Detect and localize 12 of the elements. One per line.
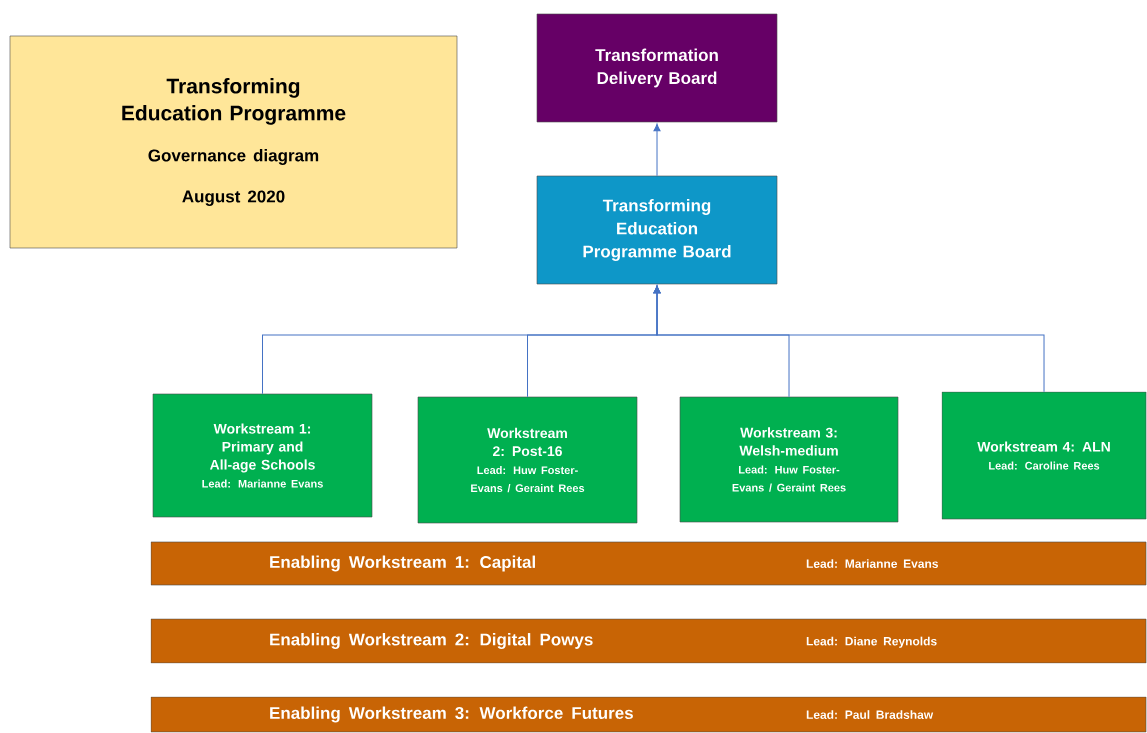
arrow (653, 285, 1045, 393)
board-box: Transformation Delivery Board (536, 13, 778, 123)
workstream-box: Workstream 2: Post-16 Lead: Huw Foster-Evans / Geraint Rees (417, 396, 638, 524)
workstream-box: Workstream 3: Welsh-medium Lead: Huw Foster-Evans / Geraint Rees (679, 396, 899, 523)
board-box: Transforming Education Programme Board (536, 175, 778, 285)
enabling-workstream-bar: Enabling Workstream 2: Digital Powys Lead: Diane Reynolds (150, 618, 1147, 664)
arrow (653, 123, 661, 177)
workstream-box: Workstream 4: ALN Lead: Caroline Rees (941, 391, 1147, 520)
title-box: Transforming Education Programme Governance diagram August 2020 (9, 35, 458, 249)
enabling-workstream-bar: Enabling Workstream 1: Capital Lead: Marianne Evans (150, 541, 1147, 586)
workstream-box: Workstream 1: Primary and All-age Schools Lead: Marianne Evans (152, 393, 373, 518)
enabling-workstream-bar: Enabling Workstream 3: Workforce Futures Lead: Paul Bradshaw (150, 696, 1147, 733)
